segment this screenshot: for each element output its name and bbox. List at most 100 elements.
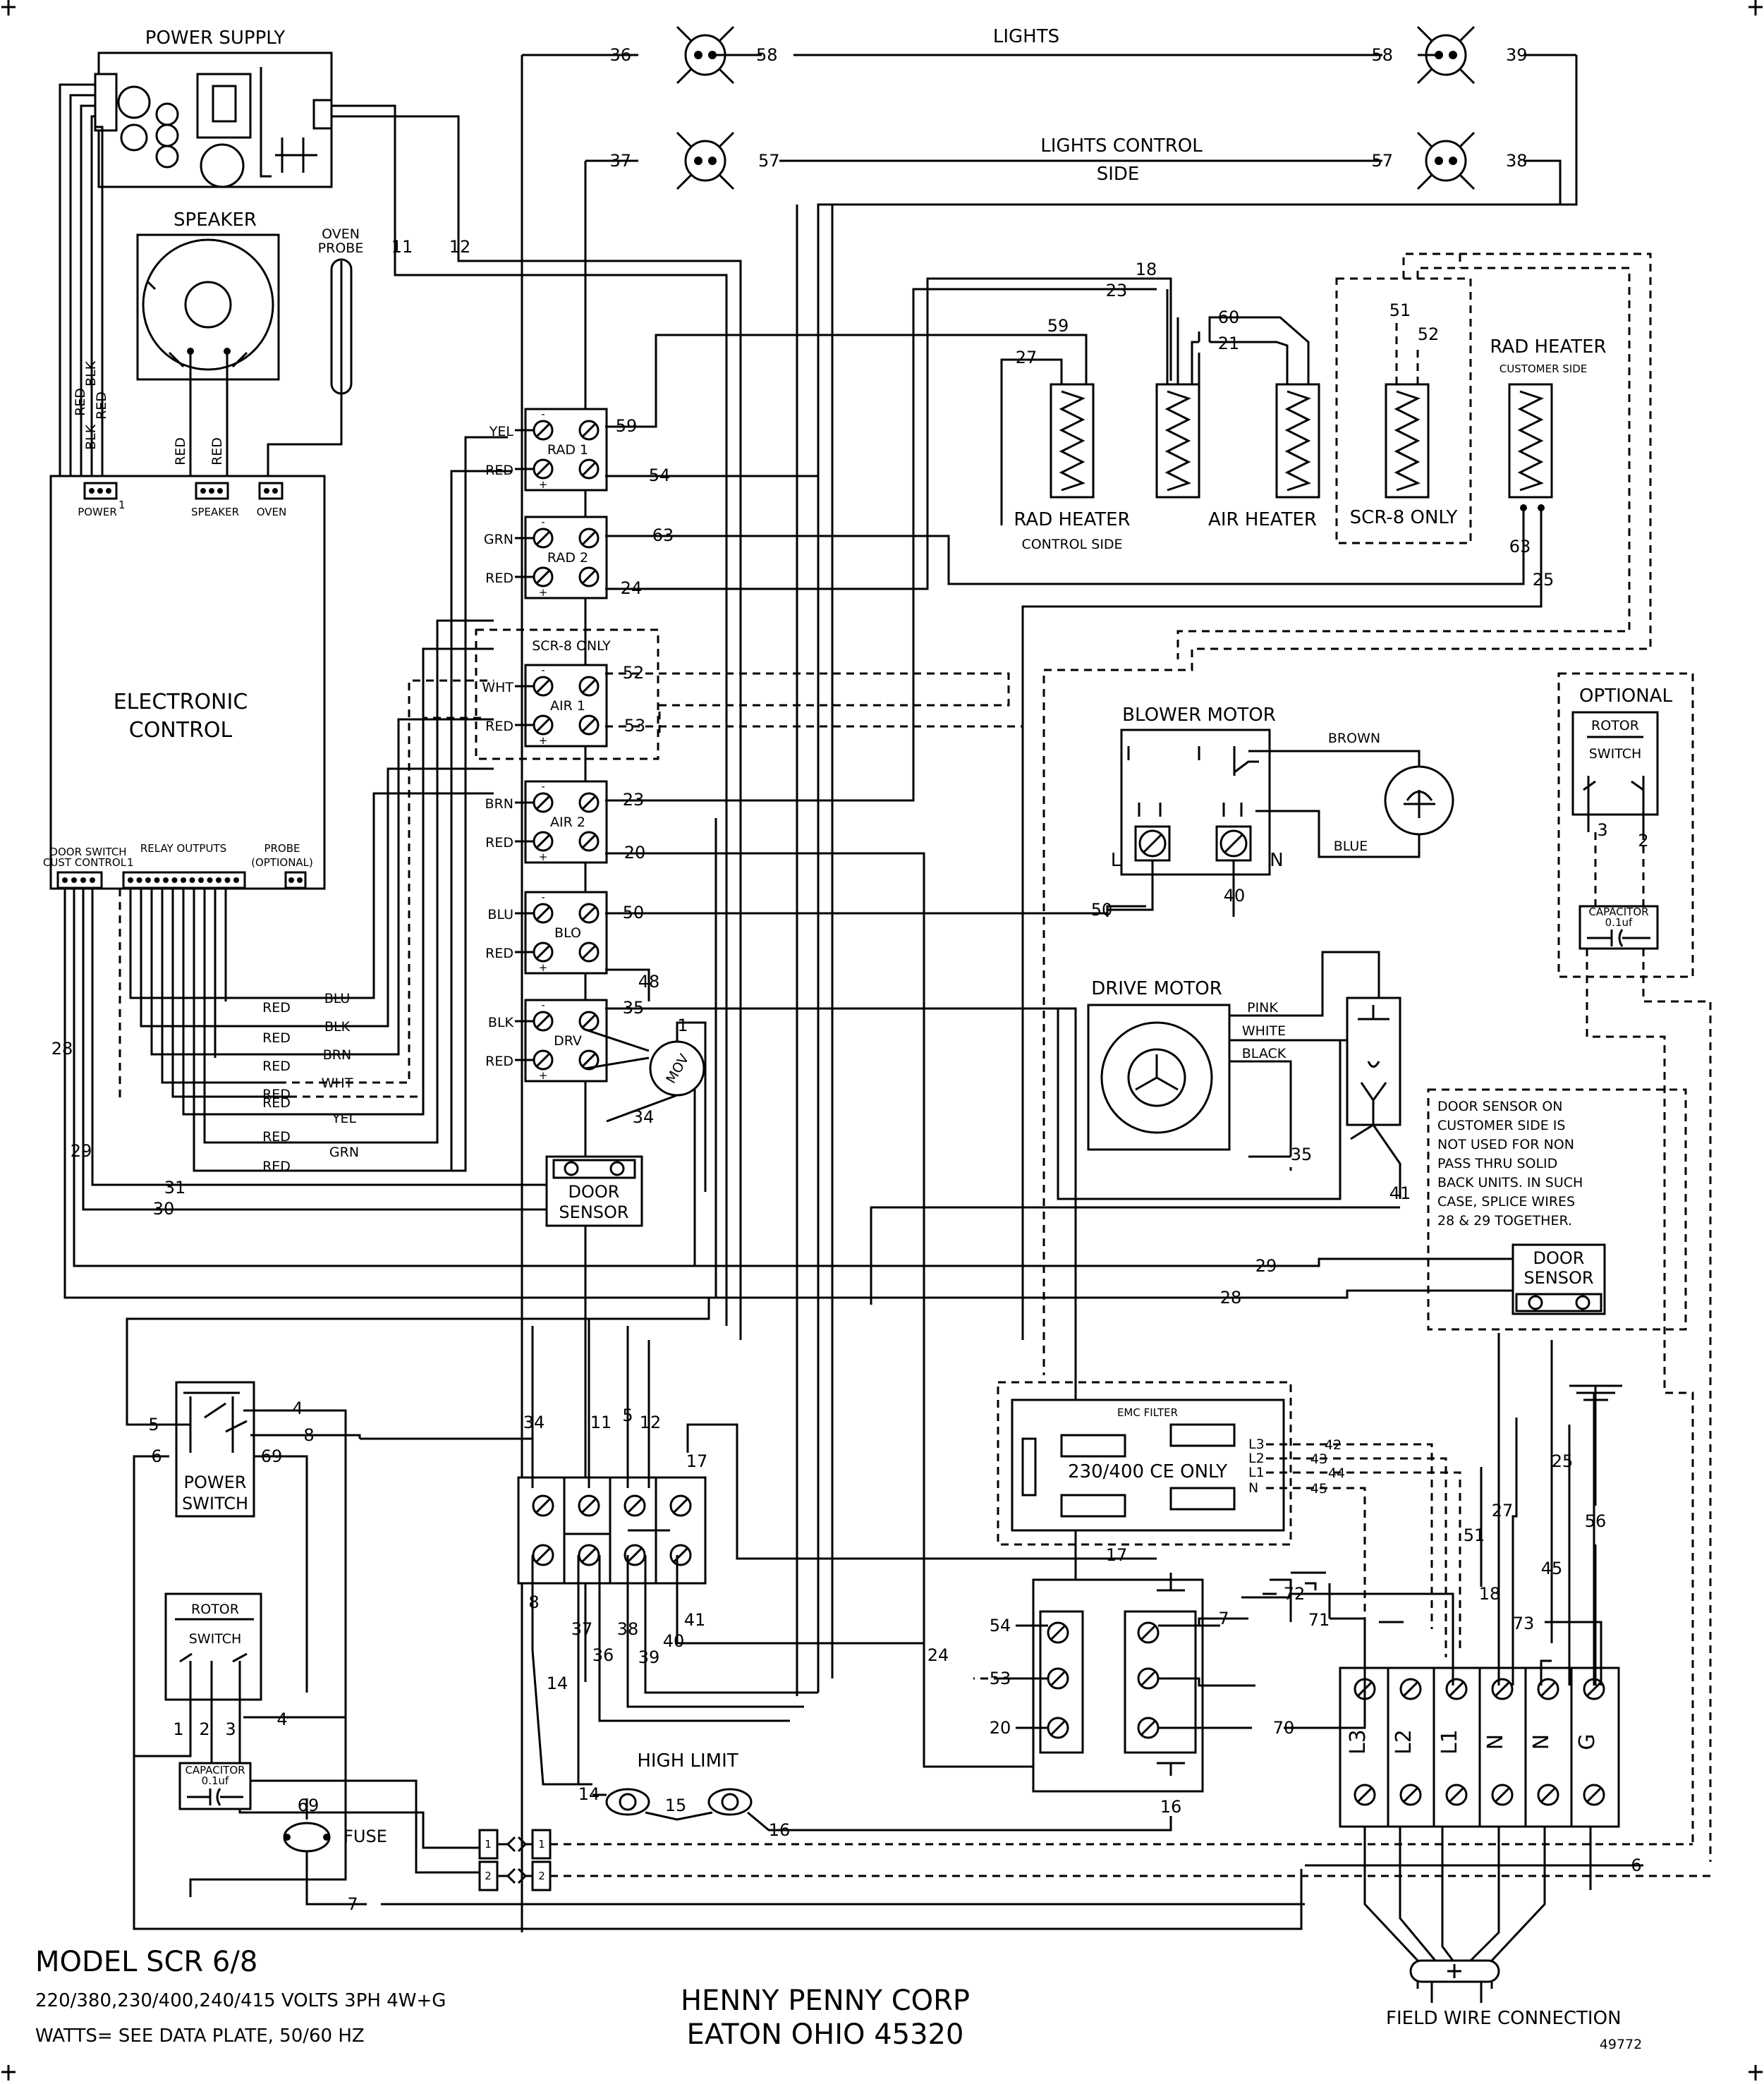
svg-text:39: 39 — [1506, 45, 1528, 65]
svg-text:ROTOR: ROTOR — [191, 1602, 239, 1617]
screw-terminal-icon — [578, 566, 600, 587]
svg-text:CUST CONTROL: CUST CONTROL — [43, 856, 127, 869]
svg-text:DOOR SENSOR ON: DOOR SENSOR ON — [1437, 1099, 1563, 1114]
svg-text:25: 25 — [1533, 570, 1555, 590]
relay-minus: - — [541, 408, 545, 420]
svg-text:6: 6 — [151, 1446, 162, 1466]
screw-terminal-icon — [533, 1049, 554, 1071]
lamp-icon — [676, 131, 735, 190]
svg-text:RED: RED — [209, 437, 225, 465]
relay-name: RAD 1 — [547, 442, 588, 458]
svg-text:63: 63 — [652, 525, 674, 545]
screw-terminal-icon — [533, 458, 554, 480]
svg-text:DOOR: DOOR — [568, 1182, 620, 1202]
svg-text:28: 28 — [1220, 1288, 1242, 1308]
svg-text:OVEN: OVEN — [322, 226, 360, 242]
svg-text:RED: RED — [262, 1095, 291, 1111]
svg-text:36: 36 — [592, 1645, 614, 1665]
svg-text:CAPACITOR: CAPACITOR — [1588, 906, 1648, 918]
terminal-label: L2 — [1392, 1729, 1416, 1755]
svg-text:4: 4 — [292, 1399, 303, 1418]
lights-title: LIGHTS — [993, 26, 1059, 47]
svg-text:PROBE: PROBE — [264, 842, 300, 855]
svg-text:72: 72 — [1284, 1584, 1306, 1604]
drawing-number: 49772 — [1600, 2037, 1642, 2052]
svg-text:BLK: BLK — [83, 360, 99, 386]
screw-terminal-icon — [533, 566, 554, 587]
drive-motor: DRIVE MOTOR PINK WHITE BLACK 35 41 — [741, 951, 1411, 1305]
screw-terminal-icon — [533, 831, 554, 852]
svg-text:OPTIONAL: OPTIONAL — [1579, 685, 1672, 707]
relay-name: AIR 1 — [550, 698, 585, 714]
field-terminal: N — [1524, 1668, 1559, 1827]
svg-text:CUSTOMER SIDE: CUSTOMER SIDE — [1500, 362, 1588, 375]
svg-text:5: 5 — [148, 1415, 159, 1434]
heaters: RAD HEATER CONTROL SIDE AIR HEATER 18 23… — [1000, 252, 1652, 1375]
connector-pin — [198, 877, 204, 883]
svg-text:ROTOR: ROTOR — [1591, 718, 1639, 733]
screw-terminal-icon — [1399, 1678, 1422, 1700]
screw-terminal-icon — [578, 903, 600, 924]
svg-text:51: 51 — [1464, 1525, 1485, 1545]
svg-text:41: 41 — [684, 1610, 706, 1630]
svg-text:2: 2 — [1638, 831, 1648, 851]
svg-text:SENSOR: SENSOR — [559, 1202, 628, 1222]
svg-text:58: 58 — [1371, 45, 1393, 65]
connector-pin — [224, 877, 231, 883]
svg-text:FUSE: FUSE — [343, 1827, 387, 1846]
svg-text:56: 56 — [1585, 1511, 1607, 1531]
svg-text:BLUE: BLUE — [1334, 839, 1368, 854]
relay-minus: - — [541, 891, 545, 903]
svg-text:CASE, SPLICE WIRES: CASE, SPLICE WIRES — [1437, 1194, 1575, 1209]
svg-text:35: 35 — [623, 998, 645, 1018]
svg-text:2: 2 — [485, 1870, 492, 1882]
svg-text:RED: RED — [262, 1159, 291, 1174]
svg-text:L1: L1 — [1248, 1465, 1265, 1480]
terminal-label: L3 — [1346, 1729, 1370, 1755]
screw-terminal-icon — [1445, 1678, 1468, 1700]
lights-control-side: SIDE — [1097, 164, 1140, 185]
connector-pin — [145, 877, 151, 883]
svg-text:BLK: BLK — [324, 1019, 351, 1035]
svg-text:23: 23 — [1106, 281, 1128, 300]
svg-text:38: 38 — [617, 1619, 639, 1639]
field-terminal: G — [1570, 1668, 1605, 1827]
relay-plus: + — [539, 1069, 548, 1082]
svg-text:7: 7 — [1218, 1609, 1229, 1628]
screw-terminal-icon — [533, 942, 554, 963]
relay-input-bottom: RED — [485, 463, 513, 478]
svg-text:RED: RED — [262, 1129, 291, 1145]
screw-terminal-icon — [578, 714, 600, 736]
svg-text:59: 59 — [616, 416, 638, 436]
svg-text:8: 8 — [528, 1592, 539, 1612]
relay-minus: - — [541, 999, 545, 1011]
mov-varistor: MOV — [585, 1021, 707, 1192]
svg-text:16: 16 — [769, 1820, 791, 1840]
svg-text:73: 73 — [1513, 1614, 1535, 1633]
screw-terminal-icon — [1445, 1784, 1468, 1806]
relay-name: AIR 2 — [550, 815, 585, 830]
relay-name: DRV — [554, 1033, 582, 1049]
screw-terminal-icon — [578, 1049, 600, 1071]
svg-text:CONTROL SIDE: CONTROL SIDE — [1021, 537, 1122, 552]
connector-pin — [154, 877, 160, 883]
door-sensor-control: DOOR SENSOR — [545, 1155, 643, 1227]
svg-text:39: 39 — [638, 1647, 660, 1667]
svg-text:45: 45 — [1310, 1481, 1327, 1497]
svg-text:42: 42 — [1325, 1437, 1342, 1453]
svg-text:29: 29 — [1255, 1256, 1277, 1276]
svg-text:44: 44 — [1328, 1465, 1345, 1481]
screw-terminal-icon — [1537, 1678, 1559, 1700]
svg-text:L3: L3 — [1248, 1437, 1265, 1452]
relay-input-top: YEL — [489, 424, 514, 439]
screw-terminal-icon — [1399, 1784, 1422, 1806]
svg-text:31: 31 — [164, 1178, 186, 1198]
svg-text:YEL: YEL — [331, 1111, 357, 1126]
svg-text:N: N — [1248, 1480, 1258, 1496]
fuse: FUSE 69 7 — [283, 1796, 1305, 1914]
screw-terminal-icon — [578, 831, 600, 852]
field-terminal: N — [1478, 1668, 1514, 1827]
